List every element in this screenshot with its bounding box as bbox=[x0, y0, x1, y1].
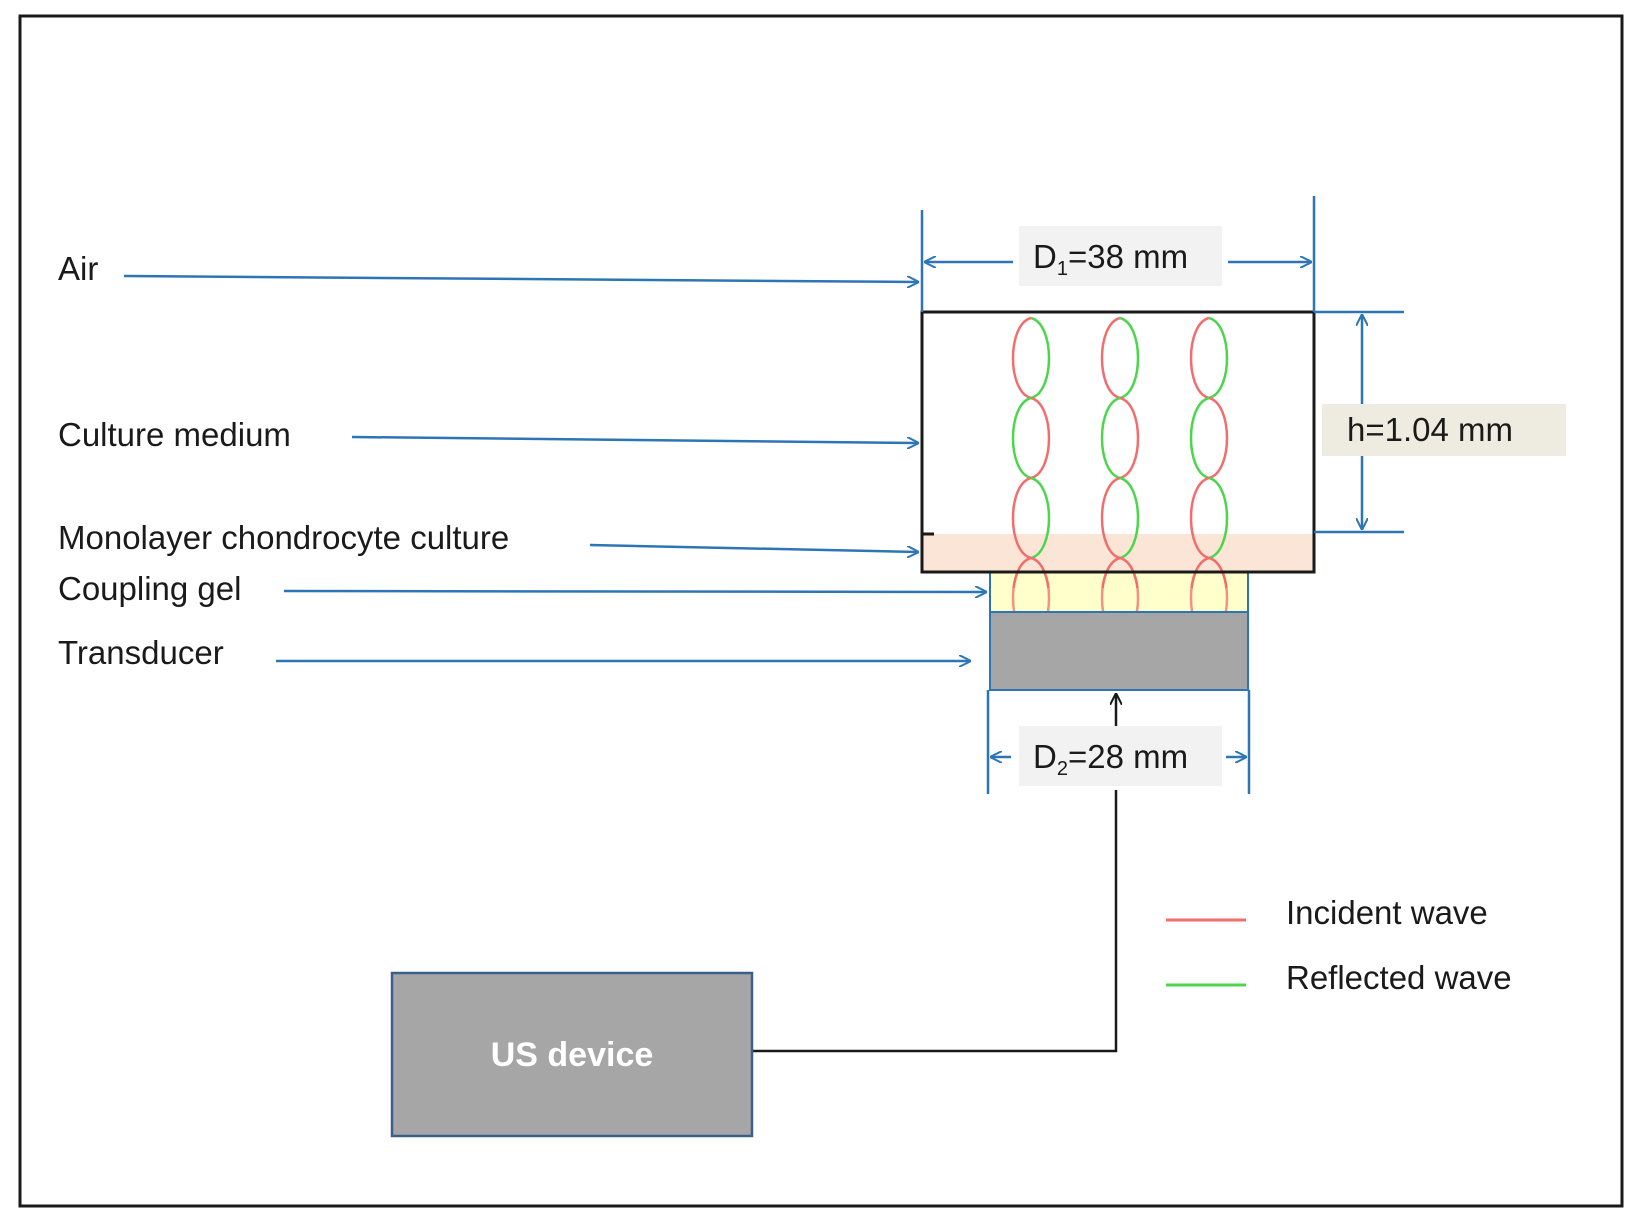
legend: Incident wave Reflected wave bbox=[1166, 894, 1512, 996]
incident-wave bbox=[1011, 572, 1020, 612]
reflected-wave bbox=[1100, 396, 1121, 480]
outer-frame bbox=[18, 14, 1624, 1208]
d1-label: D1=38 mm bbox=[1033, 238, 1188, 280]
incident-wave bbox=[1100, 476, 1121, 560]
incident-wave bbox=[1011, 476, 1032, 560]
incident-wave bbox=[1189, 572, 1198, 612]
incident-wave bbox=[1030, 396, 1051, 480]
incident-wave bbox=[1220, 572, 1229, 612]
transducer-label: Transducer bbox=[58, 634, 224, 671]
label-culture-medium: Culture medium bbox=[58, 416, 918, 453]
incident-wave bbox=[1189, 316, 1210, 400]
culture-well bbox=[920, 310, 1316, 574]
us-device-box bbox=[390, 971, 754, 1138]
reflected-wave bbox=[1030, 316, 1051, 400]
incident-wave bbox=[1189, 476, 1210, 560]
incident-wave bbox=[1119, 556, 1139, 588]
incident-wave bbox=[1100, 572, 1109, 612]
device-cable bbox=[752, 790, 1118, 1053]
h-label: h=1.04 mm bbox=[1347, 411, 1513, 448]
culture-medium-label: Culture medium bbox=[58, 416, 291, 453]
incident-wave bbox=[1011, 316, 1032, 400]
incident-wave bbox=[1190, 556, 1210, 588]
incident-wave bbox=[1101, 556, 1121, 588]
us-device-label: US device bbox=[491, 1036, 654, 1074]
incident-wave bbox=[1119, 396, 1140, 480]
legend-incident-label: Incident wave bbox=[1286, 894, 1488, 931]
incident-wave bbox=[1100, 316, 1121, 400]
wave-pattern bbox=[1011, 316, 1229, 612]
transducer-block bbox=[989, 611, 1249, 691]
monolayer-layer bbox=[922, 534, 1314, 572]
dimension-d1: D1=38 mm bbox=[920, 196, 1316, 312]
air-label: Air bbox=[58, 250, 98, 287]
reflected-wave bbox=[1208, 476, 1229, 560]
d2-label: D2=28 mm bbox=[1033, 738, 1188, 780]
coupling-gel-layer bbox=[989, 571, 1249, 613]
incident-wave bbox=[1208, 556, 1228, 588]
label-coupling-gel: Coupling gel bbox=[58, 570, 986, 607]
label-monolayer: Monolayer chondrocyte culture bbox=[58, 519, 918, 556]
reflected-wave bbox=[1189, 396, 1210, 480]
monolayer-label: Monolayer chondrocyte culture bbox=[58, 519, 509, 556]
reflected-wave bbox=[1030, 476, 1051, 560]
incident-wave bbox=[1030, 556, 1050, 588]
coupling-gel-label: Coupling gel bbox=[58, 570, 241, 607]
reflected-wave bbox=[1208, 316, 1229, 400]
legend-reflected-label: Reflected wave bbox=[1286, 959, 1512, 996]
reflected-wave bbox=[1119, 316, 1140, 400]
reflected-wave bbox=[1011, 396, 1032, 480]
incident-wave bbox=[1208, 396, 1229, 480]
dimension-h: h=1.04 mm bbox=[1314, 310, 1566, 534]
reflected-wave bbox=[1119, 476, 1140, 560]
incident-wave bbox=[1012, 556, 1032, 588]
incident-wave bbox=[1042, 572, 1051, 612]
dimension-d2: D2=28 mm bbox=[986, 690, 1251, 794]
label-air: Air bbox=[58, 250, 918, 287]
incident-wave bbox=[1131, 572, 1140, 612]
label-transducer: Transducer bbox=[58, 634, 970, 671]
